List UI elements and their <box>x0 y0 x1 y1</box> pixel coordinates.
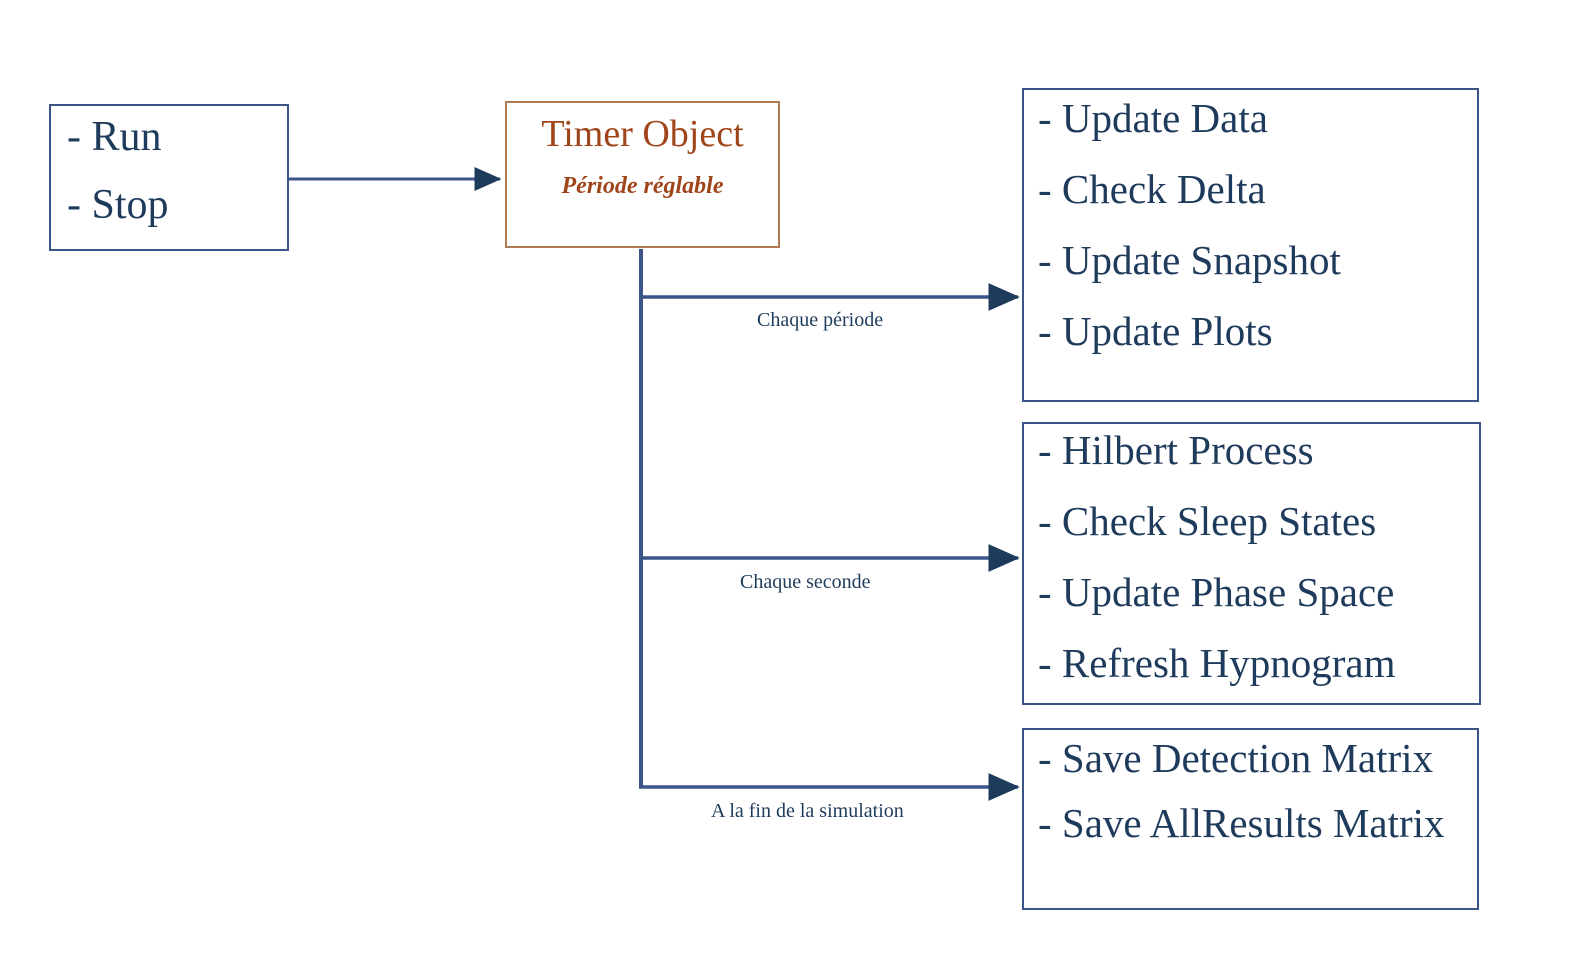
node-run-stop[interactable]: - Run - Stop <box>49 104 289 251</box>
node-timer-object[interactable]: Timer Object Période réglable <box>505 101 780 248</box>
list-item-run: - Run <box>67 114 162 160</box>
list-item-check-sleep-states: - Check Sleep States <box>1038 498 1377 544</box>
node-each-second-tasks[interactable]: - Hilbert Process - Check Sleep States -… <box>1022 422 1481 705</box>
list-item-save-allresults-matrix: - Save AllResults Matrix <box>1038 800 1445 846</box>
list-item-update-phase-space: - Update Phase Space <box>1038 569 1395 615</box>
list-item-check-delta: - Check Delta <box>1038 166 1266 212</box>
list-item-stop: - Stop <box>67 182 169 228</box>
list-item-update-plots: - Update Plots <box>1038 308 1273 354</box>
each-period-task-list: - Update Data - Check Delta - Update Sna… <box>1038 98 1469 382</box>
list-item-update-snapshot: - Update Snapshot <box>1038 237 1341 283</box>
list-item-save-detection-matrix: - Save Detection Matrix <box>1038 735 1434 781</box>
edge-label-chaque-seconde: Chaque seconde <box>740 571 871 593</box>
timer-object-subtitle: Période réglable <box>561 173 724 199</box>
list-item-refresh-hypnogram: - Refresh Hypnogram <box>1038 640 1396 686</box>
list-item-hilbert-process: - Hilbert Process <box>1038 427 1314 473</box>
list-item-update-data: - Update Data <box>1038 95 1268 141</box>
node-each-period-tasks[interactable]: - Update Data - Check Delta - Update Sna… <box>1022 88 1479 402</box>
edge-label-chaque-periode: Chaque période <box>757 309 884 331</box>
timer-object-title: Timer Object <box>541 113 744 155</box>
each-second-task-list: - Hilbert Process - Check Sleep States -… <box>1038 430 1471 714</box>
end-of-simulation-task-list: - Save Detection Matrix - Save AllResult… <box>1038 738 1469 867</box>
node-end-of-simulation-tasks[interactable]: - Save Detection Matrix - Save AllResult… <box>1022 728 1479 910</box>
edge-label-fin-simulation: A la fin de la simulation <box>711 800 904 822</box>
